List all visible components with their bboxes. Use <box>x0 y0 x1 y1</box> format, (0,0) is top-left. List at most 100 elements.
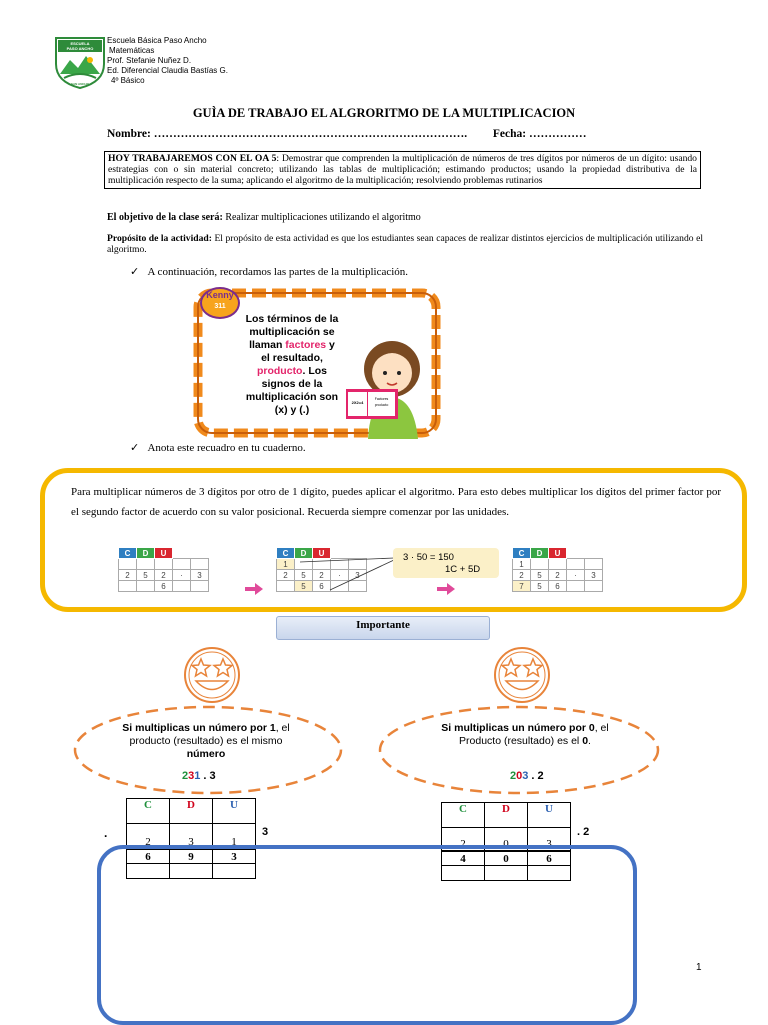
teacher: Prof. Stefanie Nuñez D. <box>107 56 192 65</box>
left-table-multiplier: 3 <box>262 826 269 838</box>
date-label: Fecha: <box>492 128 527 140</box>
rule-one-num: 1 <box>269 722 276 734</box>
cell: 6 <box>548 580 567 592</box>
rule-zero-line-2a: Producto (resultado) es el <box>459 735 583 747</box>
logo-text-1: ESCUELA <box>70 41 89 46</box>
logo-text-2: PASO ANCHO <box>67 46 94 51</box>
cell: · <box>566 569 585 581</box>
check-item-1: ✓ A continuación, recordamos las partes … <box>130 265 408 278</box>
rule-multiply-by-one: Si multiplicas un número por 1, el produ… <box>82 722 330 761</box>
cell: 2 <box>118 569 137 581</box>
formula-box: 3 · 50 = 150 1C + 5D <box>393 548 499 578</box>
rule-multiply-by-zero: Si multiplicas un número por 0, el Produ… <box>400 722 650 748</box>
header-d: D <box>136 547 155 559</box>
left-example: 231 . 3 <box>182 770 216 782</box>
header-c: C <box>118 547 137 559</box>
header-d: D <box>530 547 549 559</box>
rule-zero-line-2b: 0 <box>582 735 589 747</box>
right-table-multiplier: . 2 <box>577 826 590 838</box>
right-example-digit-c: 2 <box>510 770 517 782</box>
cell: 1 <box>512 558 531 570</box>
school-name: Escuela Básica Paso Ancho <box>107 36 207 45</box>
oa-box: HOY TRABAJAREMOS CON EL OA 5: Demostrar … <box>104 151 701 189</box>
objective-text: Realizar multiplicaciones utilizando el … <box>222 212 421 223</box>
purpose: Propósito de la actividad: El propósito … <box>107 233 703 255</box>
school-logo: ESCUELA PASO ANCHO SAN ANCHO <box>55 37 105 90</box>
multiplication-terms-illustration: Kenny 311 Los términos de la multiplicac… <box>192 287 448 439</box>
rule-zero-pre: Si multiplicas un número por <box>441 722 589 734</box>
check-item-1-text: A continuación, recordamos las partes de… <box>147 266 409 278</box>
blue-answer-box <box>97 845 637 1025</box>
kenny-badge: Kenny 311 <box>200 287 240 319</box>
terms-factores: factores <box>285 339 327 351</box>
card-equation: 2X2=4 <box>351 400 364 405</box>
check-item-2-text: Anota este recuadro en tu cuaderno. <box>147 442 306 454</box>
cell: 3 <box>584 569 603 581</box>
checkmark-icon: ✓ <box>130 266 140 278</box>
grade: 4º Básico <box>111 76 145 85</box>
left-example-rest: . 3 <box>200 770 216 782</box>
header-u: U <box>212 798 256 824</box>
cell: 3 <box>190 569 209 581</box>
terms-line-4: el resultado, <box>261 352 323 364</box>
date-field: …………… <box>528 128 587 140</box>
assistant: Ed. Diferencial Claudia Bastías G. <box>107 66 228 75</box>
header-c: C <box>441 802 485 828</box>
terms-line-6: signos de la <box>261 378 323 390</box>
right-example: 203 . 2 <box>510 770 544 782</box>
terms-line-1: Los términos de la <box>245 313 339 325</box>
terms-line-8: (x) y (.) <box>274 404 310 416</box>
cell: 5 <box>136 569 155 581</box>
importante-banner: Importante <box>276 616 490 640</box>
rule-one-line-3: número <box>186 748 226 760</box>
header-u: U <box>527 802 571 828</box>
cell: 2 <box>548 569 567 581</box>
right-example-rest: . 2 <box>528 770 544 782</box>
kenny-badge-number: 311 <box>214 303 226 310</box>
cell: 5 <box>530 569 549 581</box>
name-label: Nombre: <box>107 128 151 140</box>
arrow-right-icon <box>245 583 263 595</box>
page-number: 1 <box>696 962 702 973</box>
cell: 5 <box>294 580 313 592</box>
connector-lines <box>299 557 395 591</box>
arrow-right-icon <box>437 583 455 595</box>
star-eyes-emoji-icon <box>494 647 550 703</box>
terms-line-5b: . Los <box>302 365 327 377</box>
algorithm-explanation-box <box>40 468 747 612</box>
right-example-digit-d: 0 <box>516 770 523 782</box>
cell: · <box>172 569 191 581</box>
objective: El objetivo de la clase será: Realizar m… <box>107 212 421 223</box>
card-factores: Factores <box>374 397 389 401</box>
card-producto: producto <box>374 403 389 407</box>
purpose-label: Propósito de la actividad: <box>107 233 212 244</box>
star-eyes-emoji-icon <box>184 647 240 703</box>
check-item-2: ✓ Anota este recuadro en tu cuaderno. <box>130 441 306 454</box>
header-c: C <box>126 798 170 824</box>
school-info: Escuela Básica Paso Ancho Matemáticas Pr… <box>107 36 228 86</box>
terms-line-2: multiplicación se <box>249 326 335 338</box>
logo-text-3: SAN ANCHO <box>71 82 90 86</box>
orange-frame-icon <box>193 288 441 439</box>
right-example-digit-u: 3 <box>522 770 529 782</box>
oa-label: HOY TRABAJAREMOS CON EL OA 5 <box>108 153 277 164</box>
rule-zero-post: , el <box>594 722 609 734</box>
card-terms: Factores producto <box>368 396 395 408</box>
rule-one-post: , el <box>275 722 290 734</box>
left-example-digit-d: 3 <box>188 770 195 782</box>
header-c: C <box>512 547 531 559</box>
rule-one-pre: Si multiplicas un número por <box>122 722 270 734</box>
cell: 5 <box>530 580 549 592</box>
cell: 6 <box>154 580 173 592</box>
algorithm-explanation-text: Para multiplicar números de 3 dígitos po… <box>71 486 721 518</box>
cell: 2 <box>512 569 531 581</box>
rule-zero-line-2c: . <box>588 735 591 747</box>
formula-line-1: 3 · 50 = 150 <box>403 552 454 563</box>
right-dashed-ellipse <box>378 705 660 795</box>
header-u: U <box>548 547 567 559</box>
rule-zero-num: 0 <box>588 722 595 734</box>
